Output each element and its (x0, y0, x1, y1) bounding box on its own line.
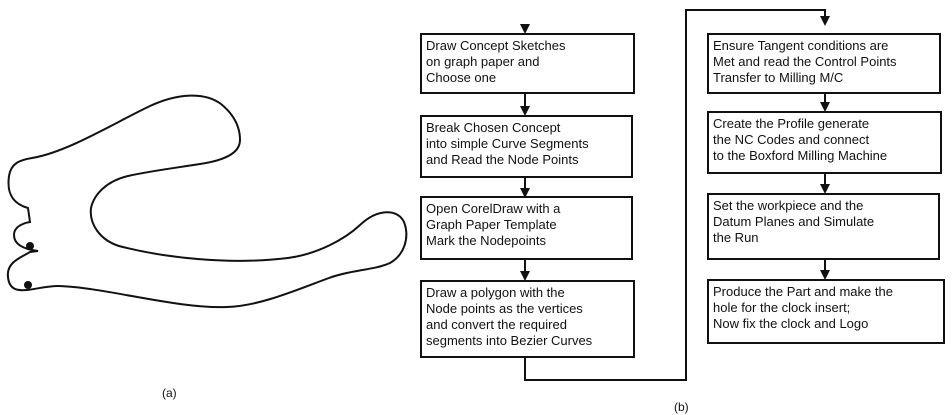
flow-step-create-profile: Create the Profile generate the NC Codes… (707, 111, 942, 174)
part-outline (6, 94, 408, 309)
flow-step-set-workpiece: Set the workpiece and the Datum Planes a… (707, 193, 940, 260)
flow-step-open-coreldraw: Open CorelDraw with a Graph Paper Templa… (420, 196, 633, 260)
flow-step-break-concept: Break Chosen Concept into simple Curve S… (420, 115, 633, 178)
flow-step-ensure-tangent: Ensure Tangent conditions are Met and re… (707, 33, 941, 94)
flow-step-produce-part: Produce the Part and make the hole for t… (707, 279, 945, 344)
arrow-column-connector (524, 9, 830, 381)
caption-b: (b) (674, 400, 689, 414)
caption-a: (a) (162, 386, 177, 400)
node-point-marker (24, 281, 32, 289)
node-point-marker (26, 242, 34, 250)
flow-step-draw-polygon: Draw a polygon with the Node points as t… (420, 280, 635, 358)
flow-step-draw-concept-sketches: Draw Concept Sketches on graph paper and… (420, 33, 635, 94)
